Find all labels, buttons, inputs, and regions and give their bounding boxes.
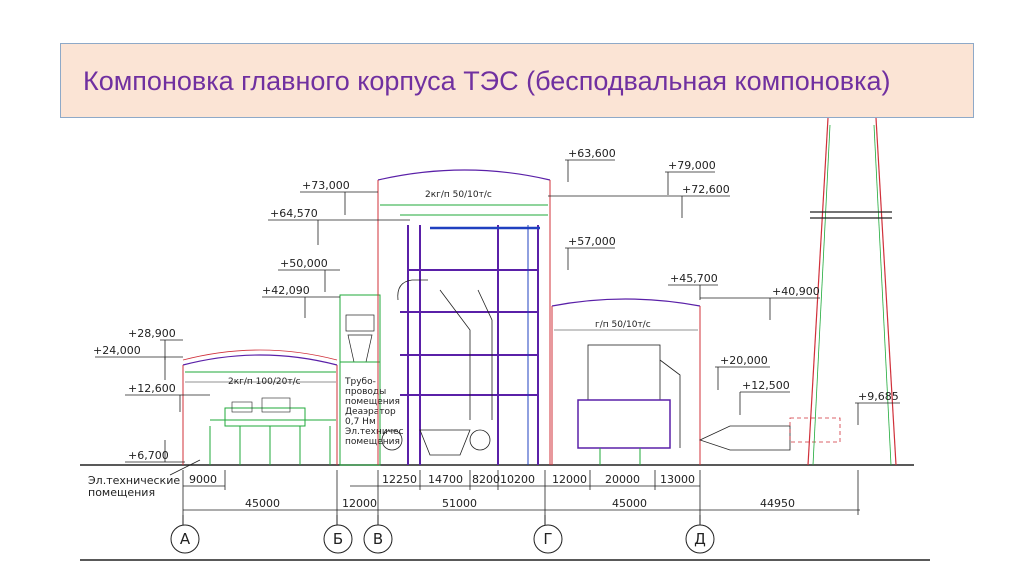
dim-8200: 8200 (472, 473, 500, 486)
axis-label-b: Б (333, 530, 343, 548)
deaerator-bay (339, 294, 381, 466)
chimney (807, 117, 897, 466)
elev-40900: +40,900 (772, 285, 820, 298)
electrical-rooms-label-1: Эл.технические (88, 474, 180, 487)
dim-45000-left: 45000 (245, 497, 280, 510)
dim-45000-right: 45000 (612, 497, 647, 510)
dim-13000: 13000 (660, 473, 695, 486)
elev-73000: +73,000 (302, 179, 350, 192)
axis-label-a: А (180, 530, 191, 548)
dim-10200: 10200 (500, 473, 535, 486)
elev-28900: +28,900 (128, 327, 176, 340)
feed-room-1: Эл.техничес (345, 427, 404, 437)
deaerator-room-1: Деаэратор (345, 407, 396, 417)
elev-45700: +45,700 (670, 272, 718, 285)
boiler-crane-label: 2кг/п 50/10т/с (425, 190, 492, 200)
pipeline-room-3: помещения (345, 397, 400, 407)
axis-bubbles (170, 515, 715, 554)
elevation-lines (95, 159, 900, 463)
dim-12000-left: 12000 (342, 497, 377, 510)
elev-64570: +64,570 (270, 207, 318, 220)
fan-crane-label: г/п 50/10т/с (595, 320, 651, 330)
dim-9000: 9000 (189, 473, 217, 486)
elev-72600: +72,600 (682, 183, 730, 196)
elev-6700: +6,700 (128, 449, 169, 462)
axis-label-v: В (373, 530, 383, 548)
dim-44950: 44950 (760, 497, 795, 510)
elev-12500: +12,500 (742, 379, 790, 392)
elev-24000: +24,000 (93, 344, 141, 357)
dim-51000: 51000 (442, 497, 477, 510)
elev-20000: +20,000 (720, 354, 768, 367)
pipeline-room-2: проводы (345, 387, 386, 397)
pipeline-room-1: Трубо- (344, 377, 376, 387)
title-box: Компоновка главного корпуса ТЭС (бесподв… (60, 43, 974, 118)
elev-42090: +42,090 (262, 284, 310, 297)
elev-57000: +57,000 (568, 235, 616, 248)
feed-room-2: помещения (345, 437, 400, 447)
turbine-crane-label: 2кг/п 100/20т/с (228, 377, 301, 387)
elev-79000: +79,000 (668, 159, 716, 172)
axis-label-d: Д (694, 530, 706, 548)
electrical-rooms-label-2: помещения (88, 486, 155, 499)
boiler-house (377, 169, 551, 465)
elev-12600: +12,600 (128, 382, 176, 395)
turbine-hall (182, 349, 338, 465)
elev-63600: +63,600 (568, 147, 616, 160)
dim-20000: 20000 (605, 473, 640, 486)
dim-12000-right: 12000 (552, 473, 587, 486)
dim-12250: 12250 (382, 473, 417, 486)
slide-title: Компоновка главного корпуса ТЭС (бесподв… (83, 66, 891, 96)
axis-label-g: Г (543, 530, 552, 548)
dim-14700: 14700 (428, 473, 463, 486)
deaerator-room-2: 0,7 Нм (345, 417, 376, 427)
dimension-lines (182, 470, 860, 515)
elev-50000: +50,000 (280, 257, 328, 270)
elev-9685: +9,685 (858, 390, 899, 403)
